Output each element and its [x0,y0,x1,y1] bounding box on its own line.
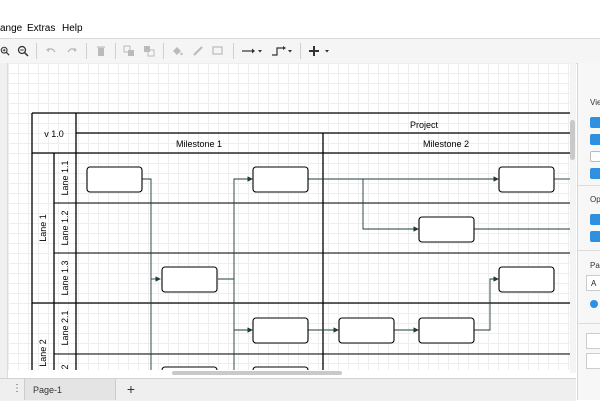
sublane-2-2-label: 2 [60,364,70,369]
options-checkbox-2[interactable] [590,231,600,242]
swimlane-diagram: v 1.0 Project Milestone 1 Milestone 2 La… [31,112,570,370]
milestone-1-label: Milestone 1 [176,139,222,149]
process-box[interactable] [252,166,309,193]
menu-extras[interactable]: Extras [27,23,56,34]
paper-section-label: Pa [590,261,600,270]
sublane-1-2-label: Lane 1.2 [60,210,70,245]
process-box[interactable] [252,366,309,370]
process-box[interactable] [418,317,475,344]
trash-icon[interactable] [94,43,108,59]
sublane-1-1-label: Lane 1.1 [60,160,70,195]
zoom-out-icon[interactable] [16,43,30,59]
undo-icon[interactable] [44,43,58,59]
version-label: v 1.0 [44,129,64,139]
to-back-icon[interactable] [142,43,156,59]
view-checkbox-1[interactable] [590,117,600,128]
connection-arrow-icon[interactable] [240,43,264,59]
process-box[interactable] [498,266,555,293]
page-tab-page-1[interactable]: Page-1 [24,379,116,400]
portrait-radio[interactable] [590,300,598,308]
diagram-canvas[interactable]: v 1.0 Project Milestone 1 Milestone 2 La… [8,63,570,370]
panel-button-2[interactable] [586,353,600,369]
lane-1-label: Lane 1 [38,214,48,242]
process-box[interactable] [161,366,218,370]
process-box[interactable] [252,317,309,344]
shadow-icon[interactable] [211,43,225,59]
milestone-2-label: Milestone 2 [423,139,469,149]
line-color-icon[interactable] [191,43,205,59]
process-box[interactable] [338,317,395,344]
view-checkbox-2[interactable] [590,134,600,145]
process-box[interactable] [86,166,143,193]
process-box[interactable] [418,216,475,243]
left-sidebar-collapsed[interactable] [0,63,8,378]
redo-icon[interactable] [65,43,79,59]
add-page-button[interactable]: + [126,381,136,397]
page-tab-label: Page-1 [33,384,63,395]
format-panel: Vie Op Pa A [577,63,600,400]
project-title: Project [410,120,439,130]
menu-help[interactable]: Help [62,23,83,34]
plus-icon[interactable] [308,43,332,59]
horizontal-scroll-thumb[interactable] [172,371,342,375]
pages-menu-icon[interactable]: ⋮ [12,383,22,394]
process-box[interactable] [498,166,555,193]
options-section-label: Op [590,195,600,204]
vertical-scroll-thumb[interactable] [570,120,575,160]
waypoints-icon[interactable] [270,43,294,59]
toolbar [0,38,600,64]
view-checkbox-3[interactable] [590,151,600,162]
lane-2-label: Lane 2 [38,339,48,367]
view-section-label: Vie [590,98,600,107]
vertical-scrollbar[interactable] [570,63,576,373]
page-bar: ⋮ Page-1 + [0,378,576,401]
sublane-2-1-label: Lane 2.1 [60,310,70,345]
paper-size-value: A [591,279,597,288]
menu-bar: ange Extras Help [0,0,600,38]
options-checkbox-1[interactable] [590,214,600,225]
to-front-icon[interactable] [122,43,136,59]
paper-size-select[interactable]: A [586,275,600,291]
sublane-1-3-label: Lane 1.3 [60,260,70,295]
fill-color-icon[interactable] [170,43,184,59]
menu-arrange[interactable]: ange [0,23,23,34]
view-checkbox-4[interactable] [590,168,600,179]
zoom-in-icon[interactable] [0,43,10,59]
process-box[interactable] [161,266,218,293]
panel-button-1[interactable] [586,333,600,349]
